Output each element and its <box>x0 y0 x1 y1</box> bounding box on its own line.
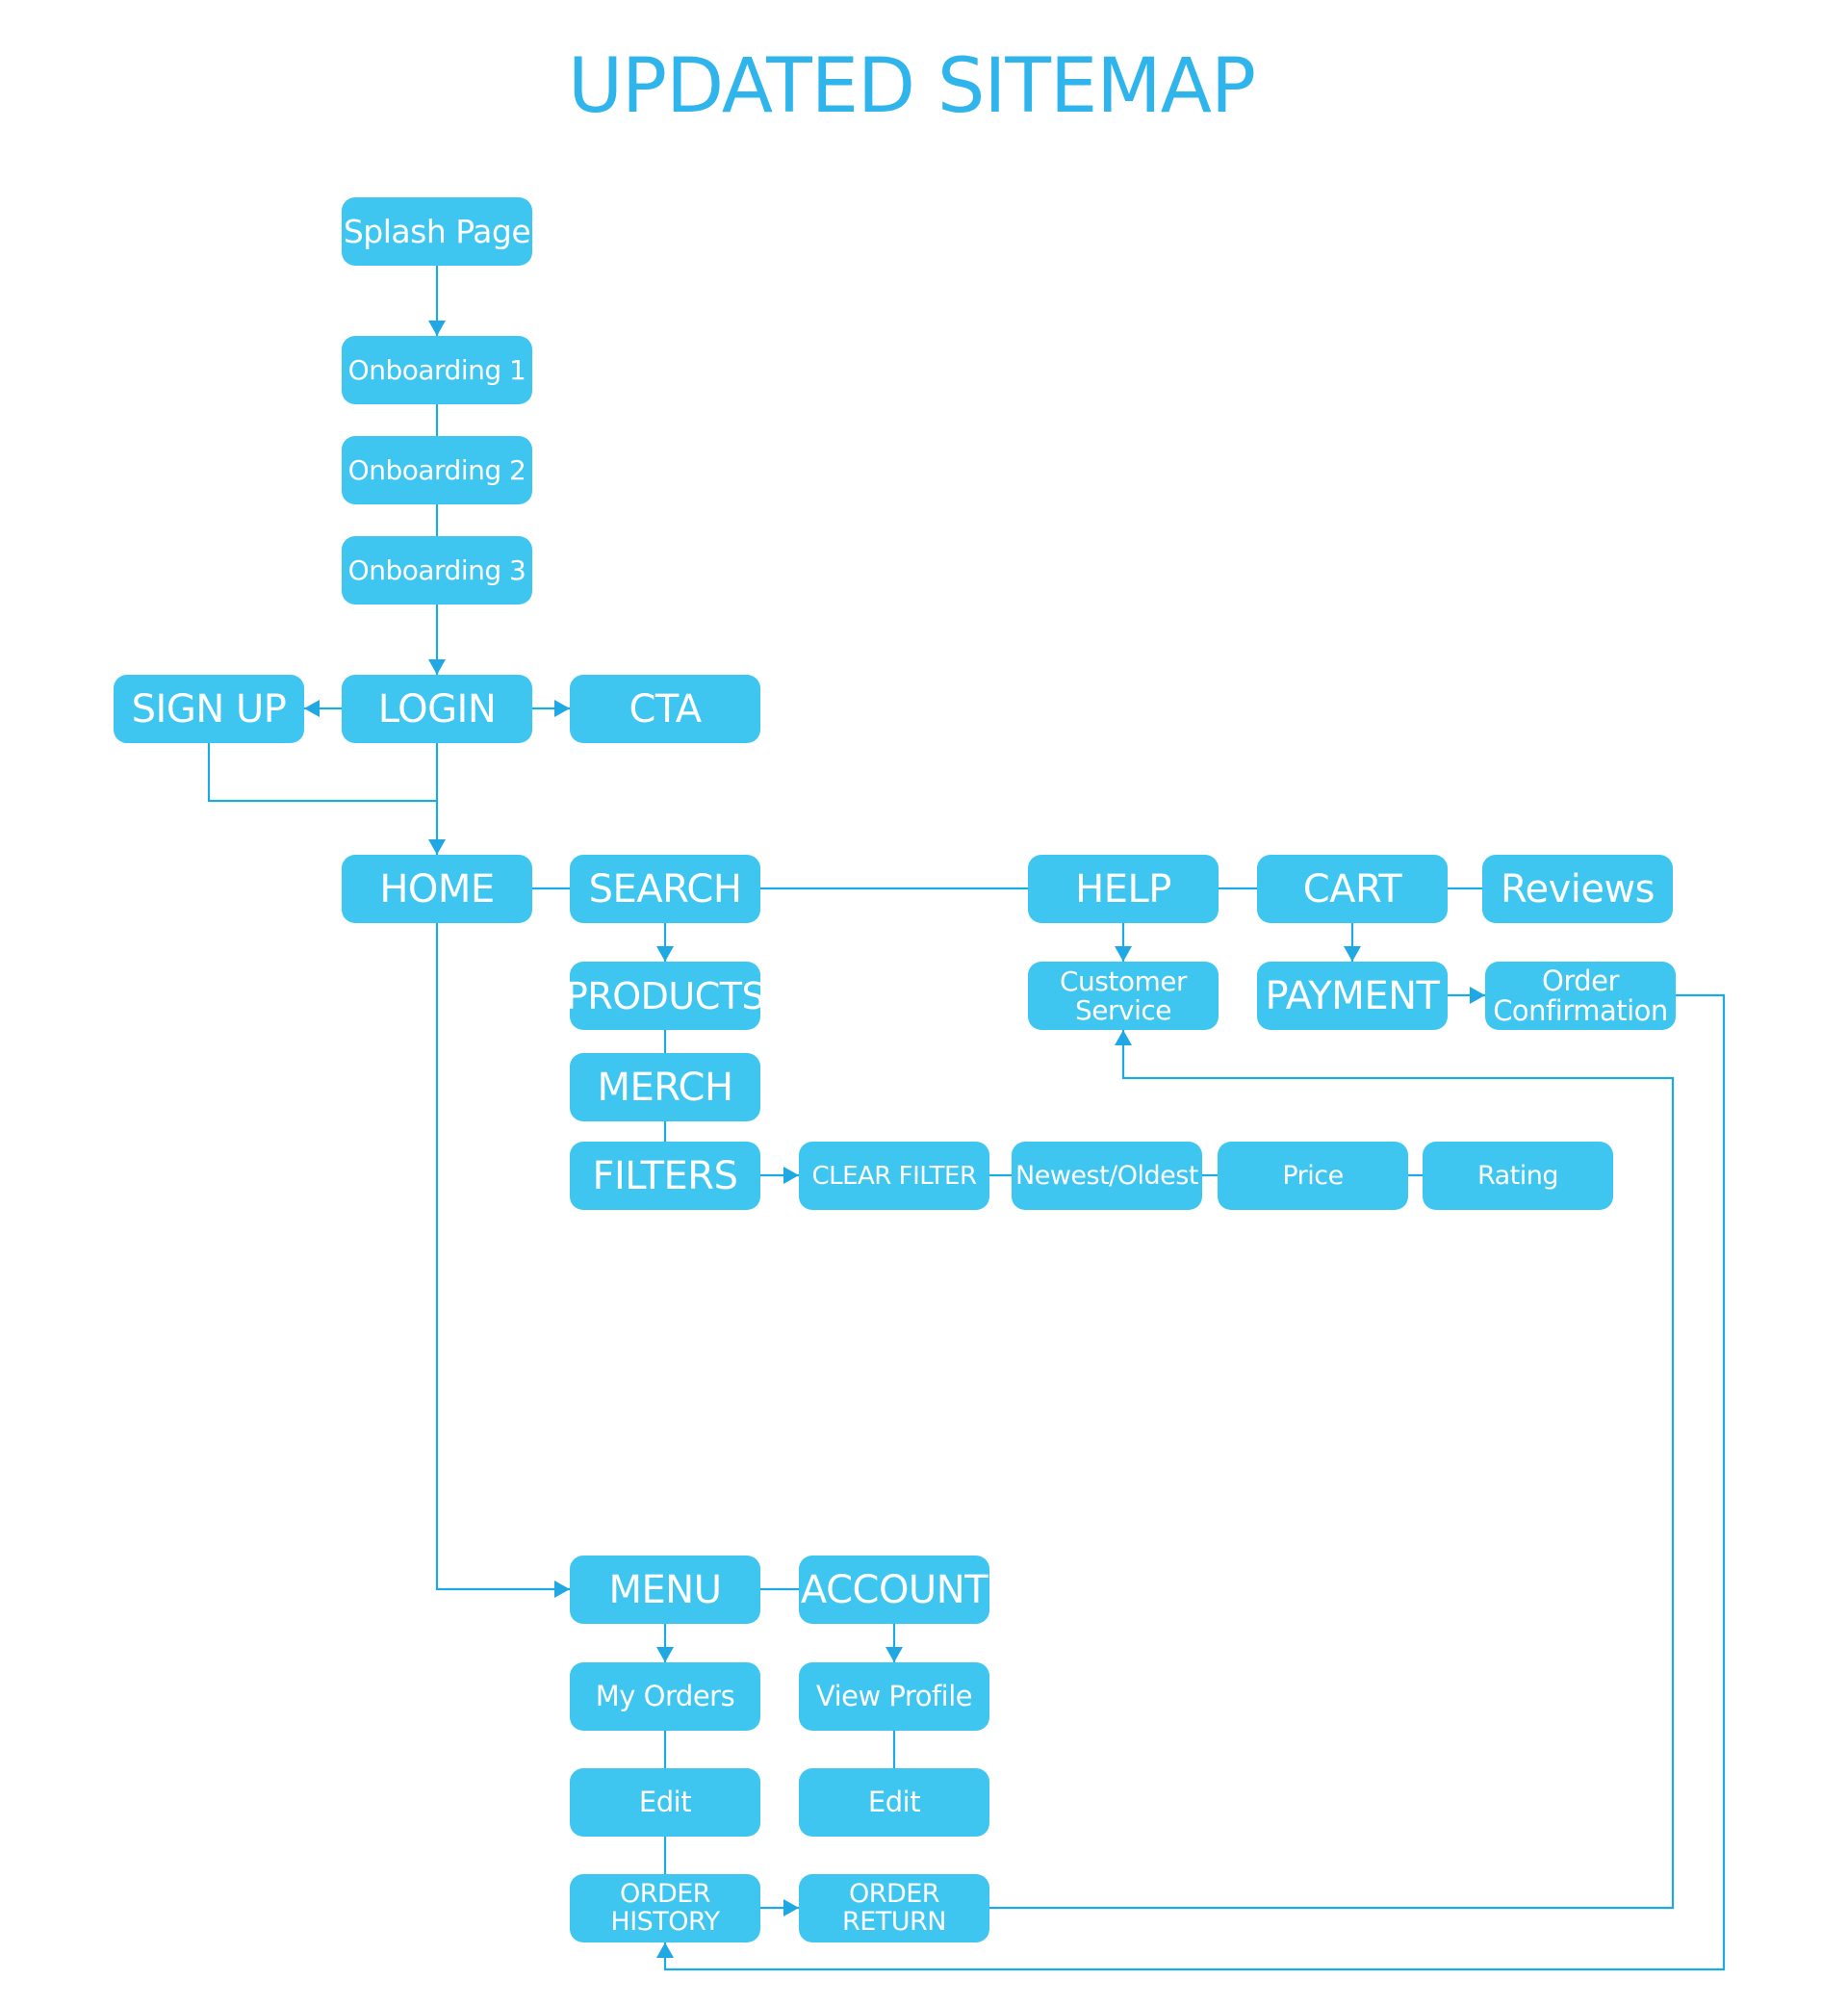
node-profile-edit[interactable]: Edit <box>799 1768 989 1837</box>
node-home[interactable]: HOME <box>342 855 532 923</box>
node-reviews[interactable]: Reviews <box>1482 855 1673 923</box>
arrow-login <box>428 659 446 675</box>
node-order-return-line1: ORDER <box>848 1879 940 1910</box>
arrow-home <box>428 839 446 855</box>
node-order-confirmation-line2: Confirmation <box>1493 993 1668 1027</box>
arrow-customer-service <box>1115 946 1132 962</box>
node-customer-service-line1: Customer <box>1059 965 1188 998</box>
connector-orderreturn-customerservice <box>989 1030 1675 1910</box>
node-filters[interactable]: FILTERS <box>570 1142 760 1210</box>
node-cta[interactable]: CTA <box>570 675 760 743</box>
node-sign-up[interactable]: SIGN UP <box>114 675 304 743</box>
arrow-payment <box>1344 946 1361 962</box>
node-login[interactable]: LOGIN <box>342 675 532 743</box>
node-splash-page[interactable]: Splash Page <box>342 197 532 266</box>
node-order-history-line1: ORDER <box>619 1879 711 1910</box>
node-price[interactable]: Price <box>1218 1142 1408 1210</box>
connector-home-menu <box>435 923 570 1591</box>
arrow-onboarding1 <box>428 321 446 336</box>
node-order-return-line2: RETURN <box>841 1906 947 1937</box>
node-account[interactable]: ACCOUNT <box>799 1556 989 1624</box>
arrow-products <box>656 946 674 962</box>
node-onboarding-2[interactable]: Onboarding 2 <box>342 436 532 504</box>
node-help[interactable]: HELP <box>1028 855 1219 923</box>
page-title: UPDATED SITEMAP <box>567 43 1256 130</box>
node-order-confirmation-line1: Order <box>1542 964 1619 998</box>
arrow-clear-filter <box>783 1167 799 1184</box>
node-products[interactable]: PRODUCTS <box>566 962 765 1030</box>
arrow-signup <box>304 700 320 717</box>
node-orders-edit[interactable]: Edit <box>570 1768 760 1837</box>
arrow-my-orders <box>656 1647 674 1662</box>
node-payment[interactable]: PAYMENT <box>1257 962 1448 1030</box>
connector-signup-home <box>207 743 437 803</box>
arrow-customer-service-loop <box>1115 1030 1132 1045</box>
node-clear-filter[interactable]: CLEAR FILTER <box>799 1142 989 1210</box>
arrow-cta <box>554 700 570 717</box>
arrow-order-history-loop <box>656 1942 674 1958</box>
node-customer-service-line2: Service <box>1075 993 1171 1026</box>
arrow-order-return <box>783 1899 799 1916</box>
node-cart[interactable]: CART <box>1257 855 1448 923</box>
node-customer-service[interactable]: Customer Service <box>1028 962 1219 1030</box>
arrow-menu <box>554 1581 570 1598</box>
node-search[interactable]: SEARCH <box>570 855 760 923</box>
node-order-history[interactable]: ORDER HISTORY <box>570 1874 760 1942</box>
node-order-confirmation[interactable]: Order Confirmation <box>1485 962 1676 1030</box>
arrow-view-profile <box>886 1647 903 1662</box>
connector-orderconfirm-orderhistory <box>663 993 1726 1971</box>
arrow-order-confirmation <box>1470 987 1485 1004</box>
node-order-history-line2: HISTORY <box>610 1906 720 1937</box>
node-merch[interactable]: MERCH <box>570 1053 760 1121</box>
node-onboarding-3[interactable]: Onboarding 3 <box>342 536 532 604</box>
node-rating[interactable]: Rating <box>1423 1142 1613 1210</box>
node-menu[interactable]: MENU <box>570 1556 760 1624</box>
node-onboarding-1[interactable]: Onboarding 1 <box>342 336 532 404</box>
node-view-profile[interactable]: View Profile <box>799 1662 989 1731</box>
node-my-orders[interactable]: My Orders <box>570 1662 760 1731</box>
node-order-return[interactable]: ORDER RETURN <box>799 1874 989 1942</box>
node-newest-oldest[interactable]: Newest/Oldest <box>1012 1142 1202 1210</box>
